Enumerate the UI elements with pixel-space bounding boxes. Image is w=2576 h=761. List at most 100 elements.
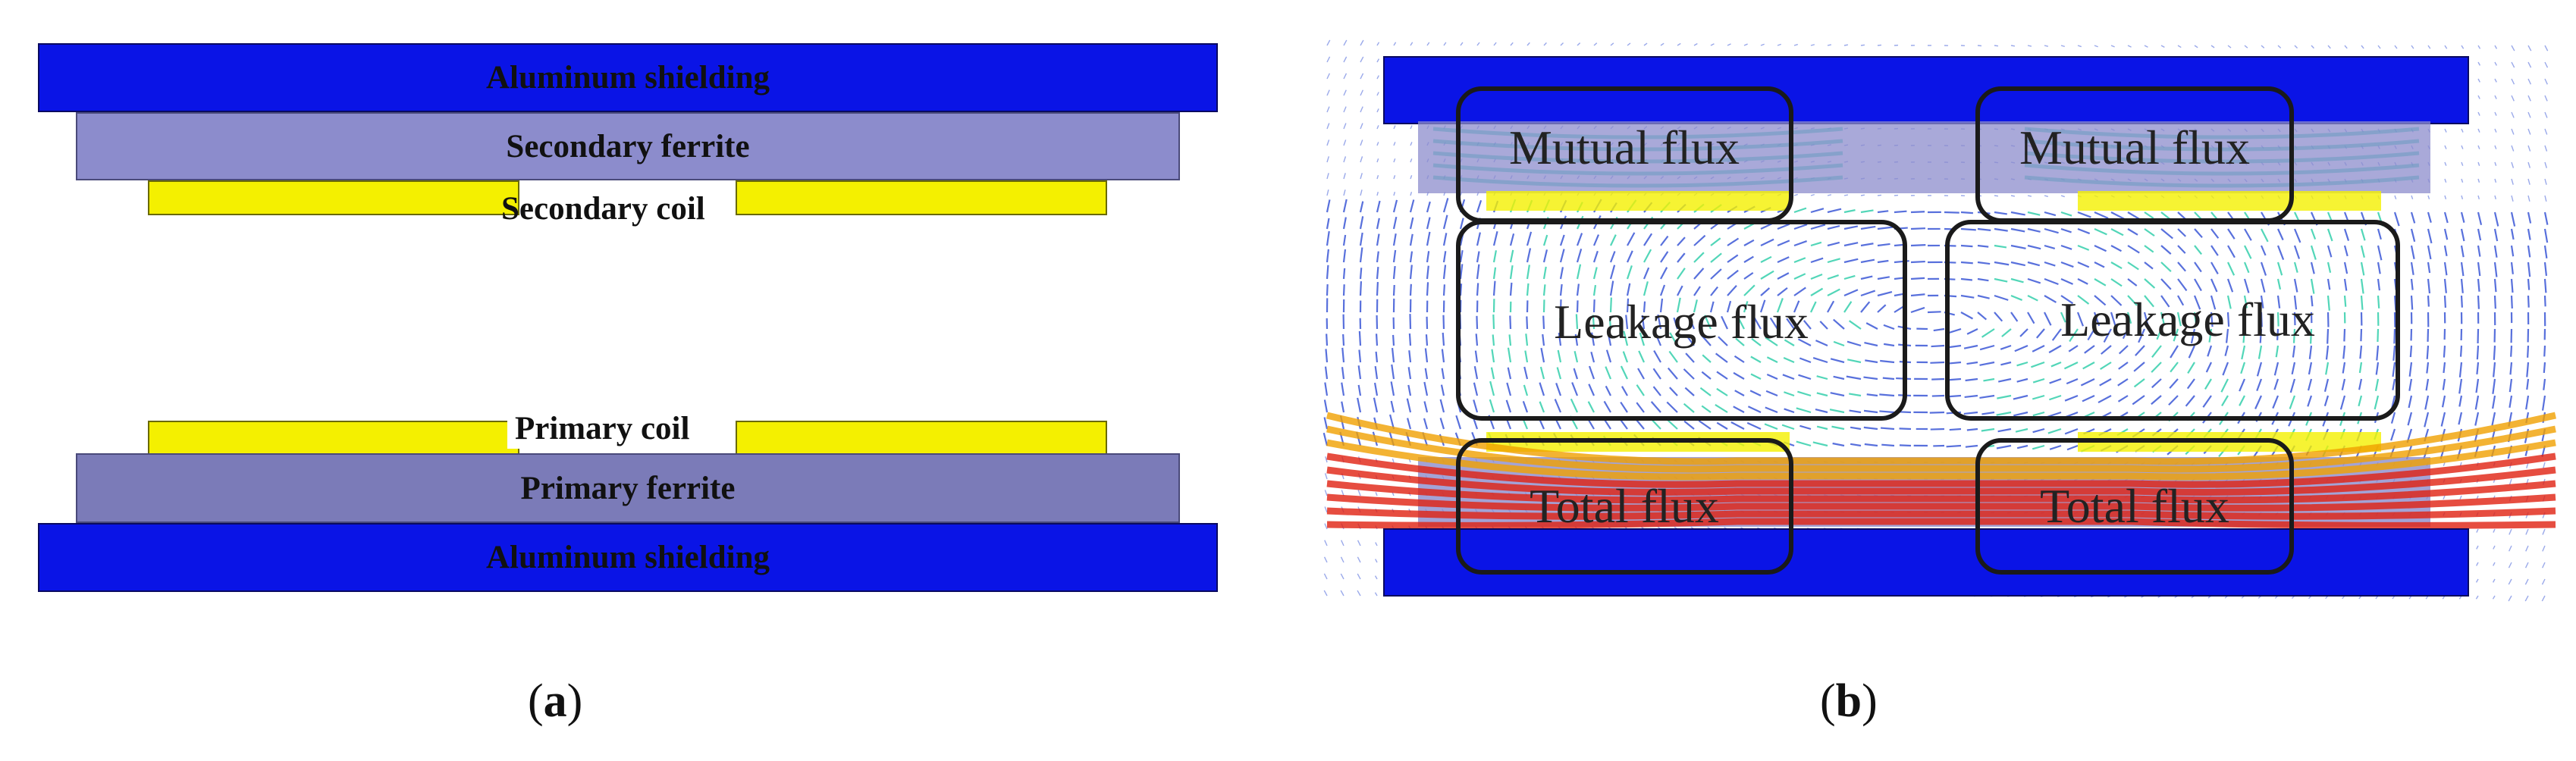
flux-arrow bbox=[2202, 395, 2212, 408]
flux-arrow bbox=[1793, 257, 1806, 264]
flux-arrow bbox=[2343, 278, 2348, 291]
flux-arrow bbox=[1409, 233, 1414, 246]
flux-arrow bbox=[1636, 402, 1645, 413]
flux-arrow bbox=[1737, 318, 1745, 330]
flux-arrow bbox=[1963, 344, 1978, 349]
total-flux-streak bbox=[1326, 466, 2556, 496]
flux-arrow bbox=[1693, 286, 1701, 296]
flux-arrow bbox=[1526, 231, 1533, 246]
flux-arrow bbox=[1865, 322, 1878, 330]
flux-arrow bbox=[1784, 391, 1795, 397]
flux-arrow bbox=[2000, 344, 2012, 350]
flux-arrow bbox=[1764, 423, 1778, 431]
flux-arrow bbox=[1668, 350, 1678, 363]
flux-arrow bbox=[1374, 365, 1379, 380]
flux-arrow bbox=[1559, 249, 1565, 263]
flux-arrow bbox=[1359, 281, 1363, 296]
flux-arrow bbox=[1812, 357, 1828, 364]
flux-arrow bbox=[2243, 295, 2248, 308]
flux-arrow bbox=[1816, 375, 1828, 380]
flux-arrow bbox=[1390, 400, 1395, 413]
flux-arrow bbox=[2010, 45, 2016, 47]
flux-arrow bbox=[1734, 355, 1745, 363]
flux-arrow bbox=[1650, 401, 1661, 413]
flux-arrow bbox=[2543, 362, 2546, 374]
flux-arrow bbox=[1810, 274, 1823, 280]
flux-field-plot bbox=[1323, 39, 2556, 602]
flux-arrow bbox=[2461, 161, 2464, 166]
flux-arrow bbox=[1441, 349, 1445, 363]
flux-arrow bbox=[2127, 278, 2138, 287]
flux-arrow bbox=[1666, 401, 1678, 413]
flux-arrow bbox=[1693, 299, 1698, 313]
flux-arrow bbox=[2477, 178, 2480, 183]
flux-arrow bbox=[1509, 233, 1515, 246]
flux-arrow bbox=[1441, 368, 1445, 380]
flux-arrow bbox=[2327, 228, 2333, 242]
secondary-coil-left bbox=[148, 180, 519, 215]
flux-arrow bbox=[1409, 217, 1414, 230]
flux-arrow bbox=[1325, 456, 1328, 463]
flux-arrow bbox=[2543, 261, 2548, 277]
flux-arrow bbox=[1475, 334, 1479, 346]
flux-arrow bbox=[2410, 278, 2414, 290]
flux-arrow bbox=[1994, 294, 2009, 301]
flux-arrow bbox=[1673, 317, 1679, 330]
flux-arrow bbox=[2509, 362, 2513, 375]
flux-arrow bbox=[1591, 332, 1595, 346]
flux-arrow bbox=[1326, 123, 1330, 130]
flux-arrow bbox=[1376, 58, 1380, 63]
total-flux-box-left bbox=[1456, 438, 1793, 575]
flux-arrow bbox=[1721, 315, 1728, 330]
flux-arrow bbox=[2307, 395, 2313, 407]
flux-arrow bbox=[2359, 345, 2363, 359]
flux-arrow bbox=[1710, 252, 1722, 263]
flux-arrow bbox=[2527, 295, 2530, 308]
flux-arrow bbox=[1323, 590, 1328, 597]
flux-arrow bbox=[1733, 406, 1745, 413]
flux-arrow bbox=[1392, 249, 1397, 263]
flux-arrow bbox=[1539, 401, 1545, 413]
flux-arrow bbox=[2493, 278, 2497, 293]
flux-arrow bbox=[1638, 350, 1646, 363]
flux-arrow bbox=[1650, 418, 1661, 430]
flux-arrow bbox=[1489, 380, 1495, 396]
flux-arrow bbox=[2527, 261, 2531, 277]
flux-arrow bbox=[1359, 247, 1363, 263]
flux-arrow bbox=[2169, 378, 2179, 389]
flux-arrow bbox=[1576, 233, 1583, 246]
flux-arrow bbox=[2168, 395, 2179, 406]
flux-arrow bbox=[1342, 199, 1348, 213]
flux-arrow bbox=[2494, 61, 2497, 66]
flux-arrow bbox=[1833, 318, 1845, 330]
flux-arrow bbox=[1326, 334, 1329, 346]
flux-arrow bbox=[2082, 362, 2095, 370]
flux-arrow bbox=[1492, 267, 1497, 280]
flux-arrow bbox=[1701, 371, 1712, 380]
flux-arrow bbox=[2087, 328, 2095, 341]
flux-arrow bbox=[1559, 234, 1565, 246]
flux-arrow bbox=[2276, 312, 2279, 327]
flux-arrow bbox=[2144, 228, 2155, 237]
flux-arrow bbox=[1574, 334, 1579, 346]
flux-arrow bbox=[2377, 261, 2381, 274]
flux-arrow bbox=[1555, 383, 1562, 396]
flux-arrow bbox=[1829, 409, 1845, 414]
flux-arrow bbox=[2444, 145, 2447, 149]
flux-arrow bbox=[1605, 366, 1612, 380]
panel-a: Aluminum shielding Secondary ferrite Sec… bbox=[38, 43, 1218, 727]
flux-arrow bbox=[2176, 312, 2182, 327]
flux-arrow bbox=[1526, 283, 1530, 296]
flux-arrow bbox=[2027, 261, 2041, 267]
flux-arrow bbox=[1710, 237, 1721, 246]
flux-arrow bbox=[2344, 45, 2348, 49]
flux-arrow bbox=[2358, 362, 2363, 374]
flux-arrow bbox=[2185, 395, 2195, 407]
flux-arrow bbox=[1592, 284, 1597, 296]
flux-arrow bbox=[2360, 245, 2365, 258]
flux-arrow bbox=[1810, 224, 1826, 230]
flux-arrow bbox=[1718, 336, 1728, 346]
flux-arrow bbox=[1325, 349, 1329, 363]
flux-arrow bbox=[1710, 43, 1715, 46]
flux-arrow bbox=[1326, 284, 1329, 296]
